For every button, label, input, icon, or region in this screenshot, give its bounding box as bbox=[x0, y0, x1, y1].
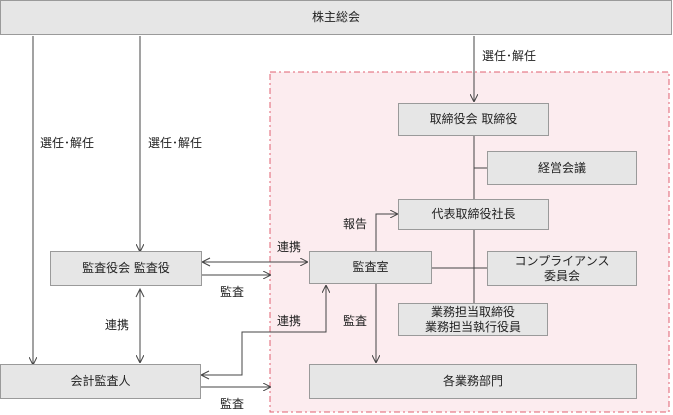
elect-dismiss-label-left1: 選任･解任 bbox=[40, 136, 95, 150]
business-departments-label: 各業務部門 bbox=[442, 374, 503, 388]
audit-label-3: 監査 bbox=[220, 397, 245, 411]
president-label: 代表取締役社長 bbox=[431, 207, 516, 221]
executive-officers-label-line2: 業務担当執行役員 bbox=[424, 319, 521, 334]
arrow-accounting-audit-office-coop bbox=[201, 286, 326, 376]
accounting-auditor-box: 会計監査人 bbox=[0, 364, 201, 399]
compliance-committee-box: コンプライアンス 委員会 bbox=[487, 251, 637, 286]
president-box: 代表取締役社長 bbox=[398, 199, 549, 230]
audit-board-box: 監査役会 監査役 bbox=[50, 251, 202, 286]
report-label: 報告 bbox=[343, 217, 368, 231]
arrowhead-to-audit-board bbox=[200, 257, 211, 267]
elect-dismiss-label-left2: 選任･解任 bbox=[148, 136, 203, 150]
shareholders-meeting-box: 株主総会 bbox=[0, 0, 672, 35]
cooperation-label-1: 連携 bbox=[277, 240, 302, 254]
shareholders-meeting-label: 株主総会 bbox=[311, 10, 360, 24]
arrow-report-to-president bbox=[375, 214, 397, 251]
executive-officers-label-line1: 業務担当取締役 bbox=[430, 304, 515, 319]
arrowhead-to-accounting-auditor bbox=[199, 370, 210, 380]
audit-office-label: 監査室 bbox=[352, 260, 389, 274]
executive-officers-box: 業務担当取締役 業務担当執行役員 bbox=[398, 303, 548, 336]
arrowhead-to-audit-board-bottom bbox=[135, 287, 145, 298]
audit-label-1: 監査 bbox=[220, 285, 245, 299]
cooperation-label-3: 連携 bbox=[277, 314, 302, 328]
accounting-auditor-label: 会計監査人 bbox=[70, 374, 131, 388]
audit-office-box: 監査室 bbox=[309, 251, 432, 284]
business-departments-box: 各業務部門 bbox=[309, 364, 637, 399]
board-of-directors-box: 取締役会 取締役 bbox=[398, 103, 549, 136]
management-council-label: 経営会議 bbox=[537, 160, 586, 175]
elect-dismiss-label-top: 選任･解任 bbox=[482, 49, 537, 63]
management-council-box: 経営会議 bbox=[487, 151, 637, 185]
audit-label-2: 監査 bbox=[343, 314, 368, 328]
board-of-directors-label: 取締役会 取締役 bbox=[429, 112, 518, 126]
cooperation-label-2: 連携 bbox=[105, 318, 130, 332]
compliance-committee-label-line2: 委員会 bbox=[543, 268, 580, 283]
compliance-committee-label-line1: コンプライアンス bbox=[514, 253, 610, 268]
audit-board-label: 監査役会 監査役 bbox=[82, 261, 170, 275]
